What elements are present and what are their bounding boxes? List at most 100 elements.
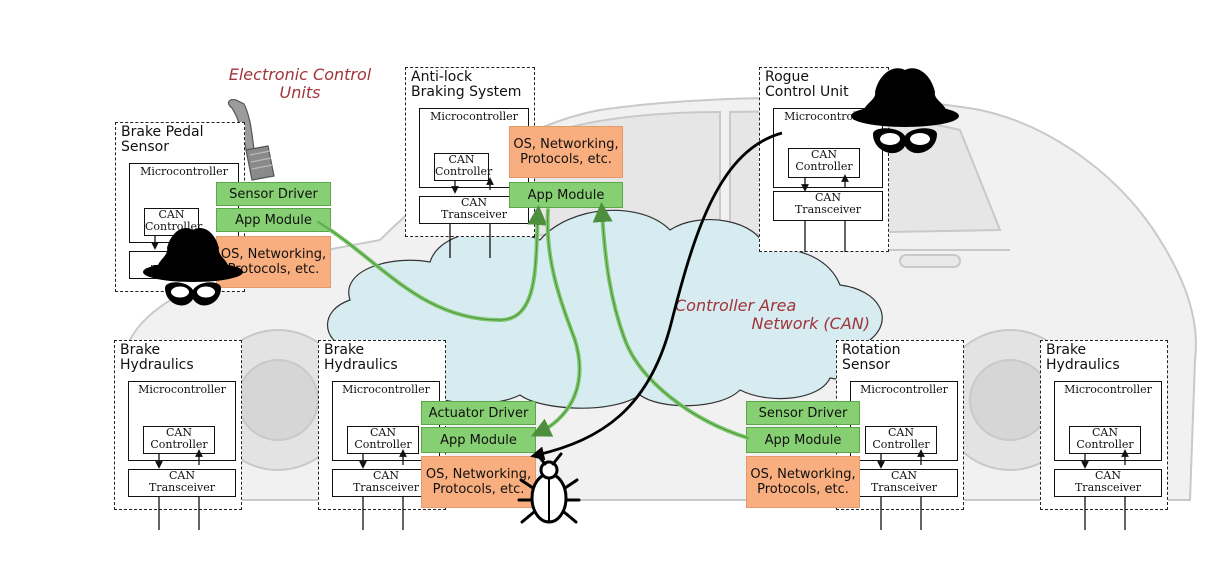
title-line1: Brake (324, 342, 365, 358)
os-networking-chip: OS, Networking,Protocols, etc. (216, 236, 331, 288)
microcontroller-label: Microcontroller (138, 383, 226, 396)
app-module-chip: App Module (746, 427, 860, 453)
can-caption-line1: Controller Area (675, 296, 797, 315)
transceiver-label: Transceiver (352, 481, 420, 494)
can-label: CAN (1095, 469, 1121, 482)
app-module-chip: App Module (216, 208, 331, 232)
app-module-chip: App Module (509, 182, 623, 208)
can-label: CAN (1092, 426, 1118, 439)
sensor-driver-chip: Sensor Driver (746, 401, 860, 425)
microcontroller-label: Microcontroller (860, 383, 948, 396)
can-label: CAN (815, 191, 841, 204)
os-line1: OS, Networking, (750, 467, 856, 482)
os-line2: Protocols, etc. (227, 262, 320, 277)
ecu-caption: Electronic Control Units (210, 66, 390, 102)
bug-icon (517, 452, 581, 524)
os-networking-chip: OS, Networking,Protocols, etc. (421, 456, 536, 508)
controller-label: Controller (150, 438, 208, 451)
controller-label: Controller (872, 438, 930, 451)
controller-label: Controller (795, 160, 853, 173)
microcontroller-label: Microcontroller (430, 110, 518, 123)
can-label: CAN (373, 469, 399, 482)
hacker-icon (851, 68, 959, 154)
can-label: CAN (891, 469, 917, 482)
title-line1: Rogue (765, 69, 810, 85)
os-line1: OS, Networking, (220, 247, 327, 262)
os-line2: Protocols, etc. (520, 152, 612, 167)
can-label: CAN (370, 426, 396, 439)
title-line2: Sensor (121, 139, 169, 155)
transceiver-label: Transceiver (870, 481, 938, 494)
os-line2: Protocols, etc. (432, 482, 525, 497)
os-line1: OS, Networking, (513, 137, 619, 152)
can-caption-line2: Network (CAN) (751, 314, 870, 333)
title-line2: Sensor (842, 357, 890, 373)
actuator-driver-chip: Actuator Driver (421, 401, 536, 425)
transceiver-label: Transceiver (1074, 481, 1142, 494)
can-caption: Controller Area Network (CAN) (640, 297, 870, 333)
can-bus-lines (151, 174, 1129, 530)
can-label: CAN (888, 426, 914, 439)
microcontroller-label: Microcontroller (784, 110, 872, 123)
microcontroller-label: Microcontroller (1064, 383, 1152, 396)
controller-label: Controller (1076, 438, 1134, 451)
controller-label: Controller (435, 165, 493, 178)
sensor-driver-chip: Sensor Driver (216, 182, 331, 206)
hacker-icon (143, 228, 243, 306)
message-flow-arrows (316, 202, 750, 440)
title-line2: Hydraulics (324, 357, 398, 373)
title-line2: Hydraulics (1046, 357, 1120, 373)
title-line2: Braking System (411, 84, 522, 100)
rogue-attack-arrow (530, 131, 783, 461)
os-networking-chip: OS, Networking,Protocols, etc. (509, 126, 623, 178)
title-line2: Hydraulics (120, 357, 194, 373)
app-module-chip: App Module (421, 427, 536, 453)
os-line1: OS, Networking, (425, 467, 532, 482)
title-line1: Anti-lock (411, 69, 473, 85)
can-label: CAN (158, 208, 185, 221)
message-flow-arrows-inner (317, 209, 749, 439)
transceiver-label: Transceiver (148, 481, 216, 494)
ecu-caption-line2: Units (279, 83, 321, 102)
os-line2: Protocols, etc. (757, 482, 849, 497)
title-line1: Brake (1046, 342, 1087, 358)
can-label: CAN (811, 148, 837, 161)
title-line2: Control Unit (765, 84, 849, 100)
can-label: CAN (166, 426, 192, 439)
ecu-caption-line1: Electronic Control (228, 65, 372, 84)
can-label: CAN (461, 196, 487, 209)
title-line1: Brake Pedal (121, 124, 204, 140)
os-networking-chip: OS, Networking,Protocols, etc. (746, 456, 860, 508)
transceiver-label: Transceiver (440, 208, 508, 221)
title-line1: Rotation (842, 342, 901, 358)
microcontroller-label: Microcontroller (342, 383, 430, 396)
title-line1: Brake (120, 342, 161, 358)
can-label: CAN (448, 153, 475, 166)
controller-label: Controller (354, 438, 412, 451)
transceiver-label: Transceiver (794, 203, 862, 216)
microcontroller-label: Microcontroller (140, 165, 228, 178)
